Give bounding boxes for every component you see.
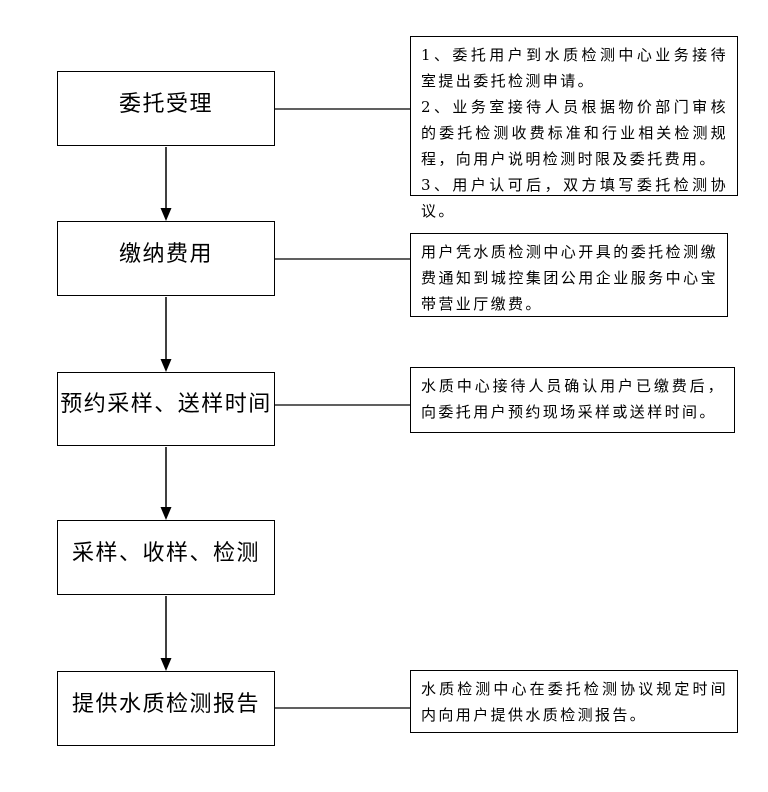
note-item: 用户凭水质检测中心开具的委托检测缴费通知到城控集团公用企业服务中心宝带营业厅缴费… — [421, 243, 718, 313]
step-box-pay-fees: 缴纳费用 — [57, 221, 275, 296]
note-box-pay-fees: 用户凭水质检测中心开具的委托检测缴费通知到城控集团公用企业服务中心宝带营业厅缴费… — [410, 233, 728, 317]
step-box-provide-report: 提供水质检测报告 — [57, 671, 275, 746]
note-box-schedule-sampling: 水质中心接待人员确认用户已缴费后，向委托用户预约现场采样或送样时间。 — [410, 367, 735, 433]
note-item: 2、业务室接待人员根据物价部门审核的委托检测收费标准和行业相关检测规程，向用户说… — [421, 98, 728, 168]
down-arrow-3 — [160, 447, 172, 520]
down-arrow-1 — [160, 147, 172, 221]
step-label: 提供水质检测报告 — [71, 691, 260, 717]
step-label: 预约采样、送样时间 — [60, 392, 272, 417]
note-item: 1、委托用户到水质检测中心业务接待室提出委托检测申请。 — [421, 46, 728, 90]
note-item: 水质检测中心在委托检测协议规定时间内向用户提供水质检测报告。 — [421, 680, 728, 724]
step-box-sampling-testing: 采样、收样、检测 — [57, 520, 275, 595]
note-item: 3、用户认可后，双方填写委托检测协议。 — [421, 176, 728, 220]
note-box-accept-commission: 1、委托用户到水质检测中心业务接待室提出委托检测申请。 2、业务室接待人员根据物… — [410, 36, 738, 220]
step-label: 委托受理 — [118, 91, 213, 117]
step-label: 缴纳费用 — [118, 241, 213, 267]
note-item: 水质中心接待人员确认用户已缴费后，向委托用户预约现场采样或送样时间。 — [421, 377, 725, 421]
down-arrow-2 — [160, 297, 172, 372]
step-box-accept-commission: 委托受理 — [57, 71, 275, 146]
step-label: 采样、收样、检测 — [71, 540, 260, 566]
step-box-schedule-sampling: 预约采样、送样时间 — [57, 372, 275, 446]
down-arrow-4 — [160, 596, 172, 671]
note-box-provide-report: 水质检测中心在委托检测协议规定时间内向用户提供水质检测报告。 — [410, 670, 738, 733]
